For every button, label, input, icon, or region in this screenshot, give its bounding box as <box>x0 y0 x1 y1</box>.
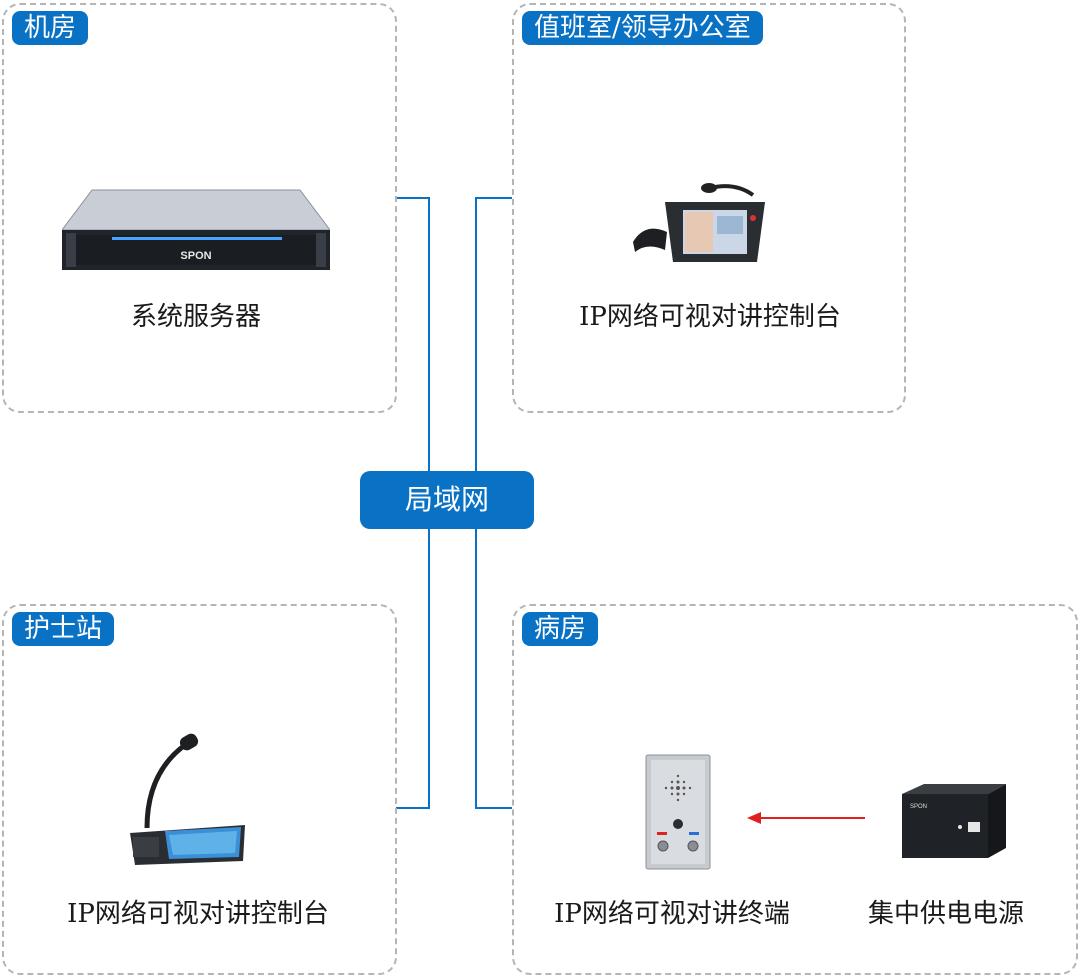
line-ward <box>475 529 512 809</box>
zone-tag-nurse-station: 护士站 <box>12 612 115 646</box>
power-brand: SPON <box>910 804 927 810</box>
console-duty-label: IP网络可视对讲控制台 <box>579 302 841 332</box>
line-machine-room <box>396 197 430 471</box>
zone-tag-machine-room: 机房 <box>12 11 89 45</box>
server-label: 系统服务器 <box>130 302 261 332</box>
line-duty-room <box>475 197 512 471</box>
power-arrow <box>747 812 865 824</box>
console-nurse-label: IP网络可视对讲控制台 <box>67 899 329 929</box>
zone-duty-room: 值班室/领导办公室 <box>512 3 906 413</box>
zone-tag-ward: 病房 <box>522 612 599 646</box>
power-supply-label: 集中供电电源 <box>867 899 1024 929</box>
terminal-label: IP网络可视对讲终端 <box>554 899 790 929</box>
lan-node: 局域网 <box>360 471 534 529</box>
zone-machine-room: 机房 <box>2 3 397 413</box>
server-image: SPON <box>61 185 331 279</box>
terminal-image <box>645 754 711 874</box>
zone-nurse-station: 护士站 <box>2 604 397 975</box>
zone-ward: 病房 <box>512 604 1078 975</box>
console-nurse-image <box>125 733 247 872</box>
power-supply-image: SPON <box>896 782 1008 862</box>
server-brand: SPON <box>180 250 211 262</box>
console-duty-image <box>625 180 770 269</box>
line-nurse-station <box>396 529 430 809</box>
zone-tag-duty-room: 值班室/领导办公室 <box>522 11 763 45</box>
